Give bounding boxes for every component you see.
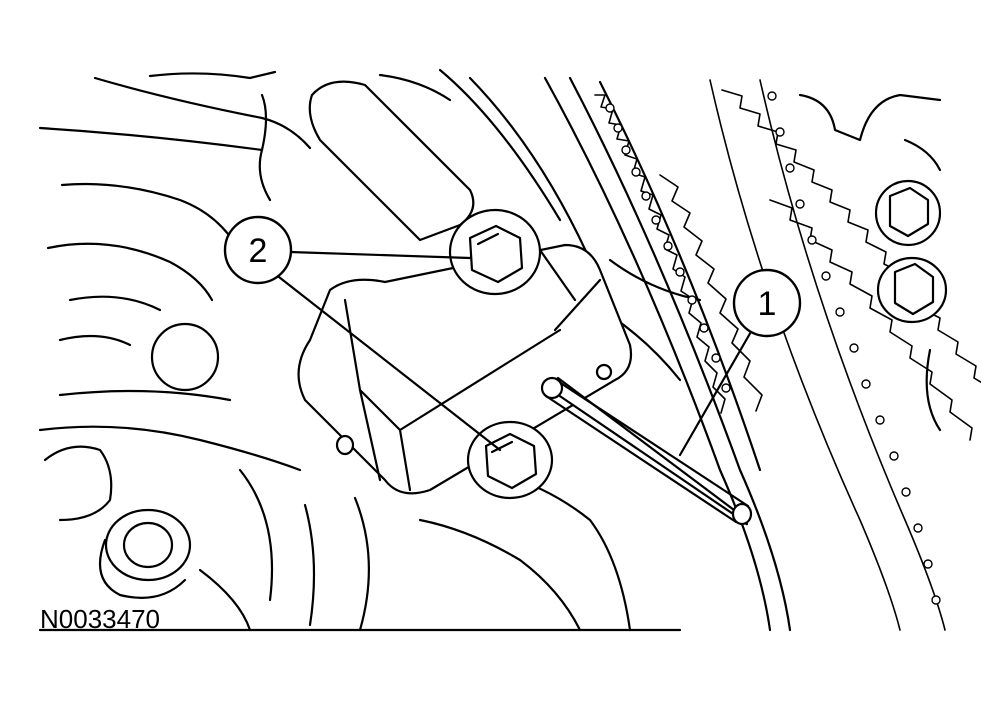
timing-chain-guide: [543, 76, 792, 632]
callout-2: 2: [223, 215, 293, 285]
bolt-right-lower: [876, 256, 948, 324]
tensioner-body: [297, 80, 633, 495]
figure-code: N0033470: [40, 604, 160, 634]
retaining-pin: [540, 363, 753, 526]
bolt-right-upper: [874, 179, 942, 247]
engine-dowel-lower-left: [43, 445, 192, 599]
timing-chain-left-run: [594, 94, 763, 414]
callout-1-label: 1: [758, 285, 777, 323]
tensioner-bolt-upper: [448, 208, 542, 296]
tensioner-bolt-lower: [466, 420, 554, 500]
engine-boss-left: [150, 322, 220, 392]
callout-2-label: 2: [249, 232, 268, 270]
leader-lines: [268, 250, 754, 457]
right-cover: [798, 93, 942, 432]
callout-1: 1: [732, 268, 802, 338]
